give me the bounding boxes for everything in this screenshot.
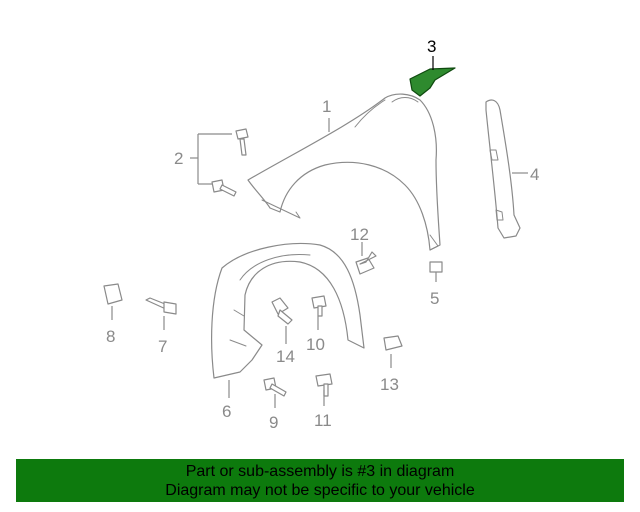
- callout-6: 6: [222, 402, 231, 421]
- leader-lines: [111, 56, 528, 408]
- callout-5: 5: [430, 289, 439, 308]
- banner-line-2: Diagram may not be specific to your vehi…: [165, 481, 475, 499]
- banner-line-1: Part or sub-assembly is #3 in diagram: [185, 462, 455, 480]
- part-8-clip[interactable]: [103, 283, 123, 305]
- callout-9: 9: [269, 413, 278, 432]
- callout-11: 11: [314, 411, 332, 430]
- callout-numbers: 1 2 3 4 5 6 7 8 9 10 11 12 13 14: [106, 37, 539, 432]
- callout-1: 1: [322, 97, 331, 116]
- callout-12: 12: [350, 225, 369, 244]
- part-13-clip[interactable]: [383, 335, 403, 351]
- parts-diagram: 1 2 3 4 5 6 7 8 9 10 11 12 13 14: [103, 37, 539, 432]
- callout-3: 3: [427, 37, 436, 56]
- callout-8: 8: [106, 327, 115, 346]
- info-banner: Part or sub-assembly is #3 in diagram Di…: [16, 459, 624, 502]
- part-4-seal[interactable]: [485, 99, 521, 239]
- part-3-bracket[interactable]: [409, 67, 456, 97]
- part-6-liner[interactable]: [211, 242, 365, 379]
- part-12-clip[interactable]: [355, 251, 377, 275]
- part-5-pad[interactable]: [429, 261, 443, 273]
- callout-10: 10: [306, 335, 325, 354]
- callout-13: 13: [380, 375, 399, 394]
- callout-4: 4: [530, 165, 539, 184]
- part-14-clip[interactable]: [271, 297, 293, 325]
- part-9-bolt[interactable]: [263, 377, 287, 397]
- part-1-fender[interactable]: [247, 93, 441, 251]
- part-7-clip[interactable]: [145, 297, 177, 315]
- part-2-bolts[interactable]: [211, 128, 249, 197]
- part-10-screw[interactable]: [311, 295, 327, 317]
- callout-2: 2: [174, 149, 183, 168]
- callout-7: 7: [158, 337, 167, 356]
- callout-14: 14: [276, 347, 295, 366]
